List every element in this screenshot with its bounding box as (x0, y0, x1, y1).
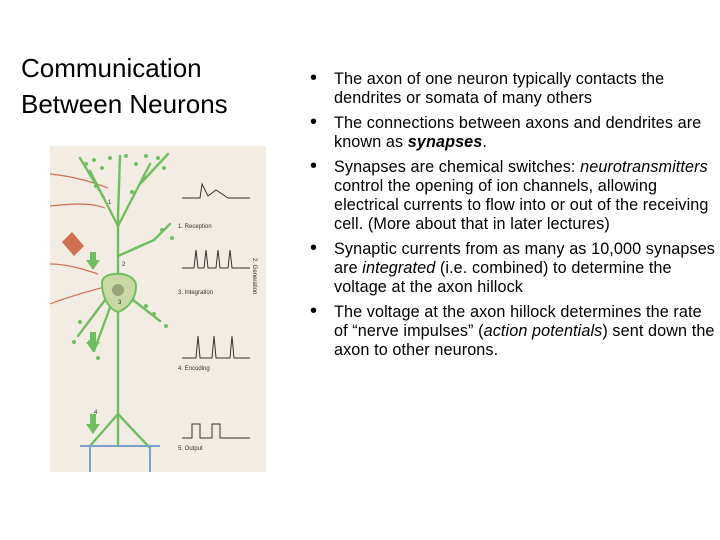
figure-label-n3: 3 (118, 300, 122, 306)
figure-label-encoding: 4. Encoding (178, 366, 210, 372)
emphasized-term: action potentials (483, 322, 603, 340)
bullet-text: . (482, 133, 487, 151)
neuron-figure: 1 2 3 4 1. Reception 3. Integration 4. E… (50, 146, 266, 472)
nucleus (112, 284, 124, 296)
bullet-text: ) sent down the axon to other neurons. (334, 322, 715, 359)
signal-arrows (86, 252, 100, 434)
bullet-dot: • (310, 155, 318, 177)
figure-label-reception: 1. Reception (178, 224, 212, 230)
bullet-text: (i.e. combined) to determine the voltage… (334, 259, 672, 296)
figure-label-output: 5. Output (178, 446, 203, 452)
emphasized-term: synapses (407, 133, 483, 151)
bullet-dot: • (310, 237, 318, 259)
bullet-item: • The axon of one neuron typically contac… (310, 67, 718, 108)
bullet-item: • The voltage at the axon hillock determi… (310, 300, 718, 360)
bullet-text: The voltage at the axon hillock determin… (334, 303, 702, 340)
bullet-item: • Synaptic currents from as many as 10,00… (310, 237, 718, 297)
bullet-dot: • (310, 67, 318, 89)
bullet-dot: • (310, 111, 318, 133)
voltage-traces (182, 182, 250, 439)
emphasized-term: neurotransmitters (580, 158, 708, 176)
title-line-2: Between Neurons (21, 89, 228, 119)
figure-background (50, 146, 266, 472)
slide-title: Communication Between Neurons (21, 50, 291, 122)
bullet-list: • The axon of one neuron typically contac… (310, 67, 718, 366)
axon-terminals (80, 445, 160, 472)
bullet-text: Synaptic currents from as many as 10,000… (334, 240, 715, 277)
bullet-text: The connections between axons and dendri… (334, 114, 702, 151)
figure-label-n1: 1 (108, 200, 112, 206)
bullet-text: control the opening of ion channels, all… (334, 177, 709, 233)
title-line-1: Communication (21, 53, 202, 83)
bullet-item: • Synapses are chemical switches: neurotr… (310, 155, 718, 234)
bullet-text: The axon of one neuron typically contact… (334, 70, 665, 107)
bullet-dot: • (310, 300, 318, 322)
figure-label-integration: 3. Integration (178, 290, 213, 296)
figure-label-generation: 2. Generation (251, 258, 257, 294)
bullet-text: Synapses are chemical switches: (334, 158, 581, 176)
emphasized-term: integrated (362, 259, 436, 277)
dendritic-spines (72, 154, 174, 360)
figure-label-n4: 4 (94, 410, 98, 416)
figure-label-n2: 2 (122, 262, 126, 268)
input-arrow (62, 232, 84, 256)
bullet-item: • The connections between axons and dendr… (310, 111, 718, 152)
